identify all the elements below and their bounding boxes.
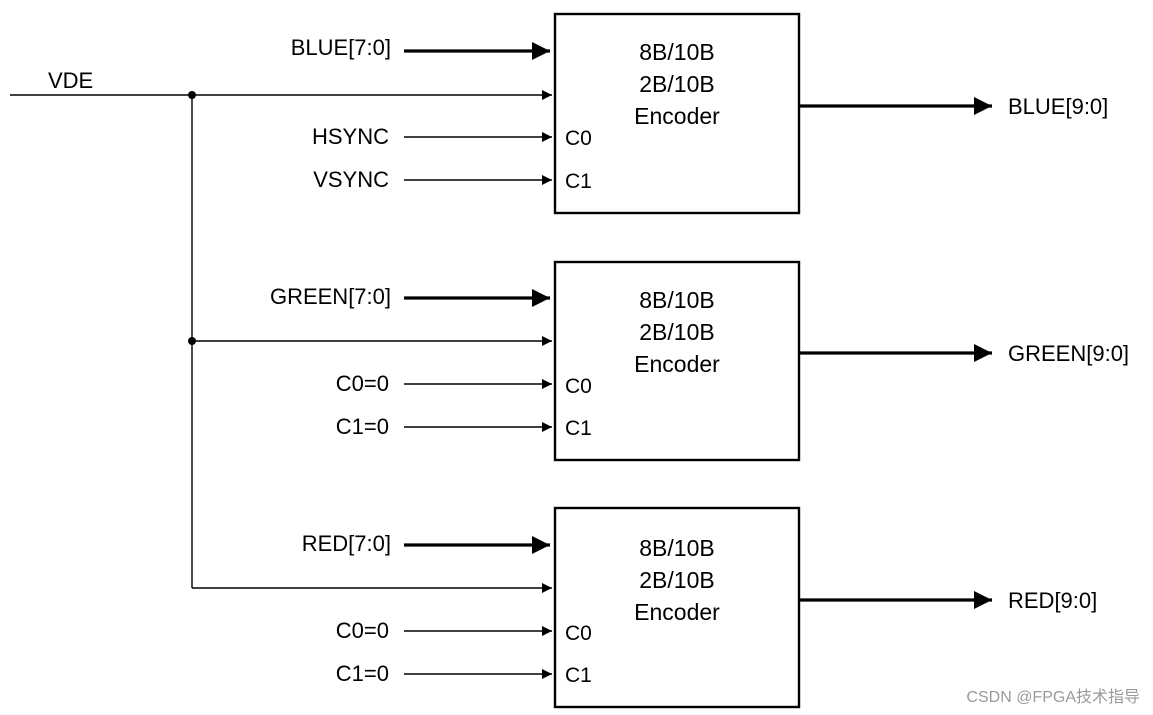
encoder-green: 8B/10B 2B/10B Encoder GREEN[7:0] C0=0 C0… <box>192 260 1129 462</box>
data-out-label: RED[9:0] <box>1008 588 1097 613</box>
encoder-line: 2B/10B <box>639 71 714 97</box>
ctrl0-label: C0=0 <box>336 618 389 643</box>
encoder-box <box>553 506 801 709</box>
port-c1: C1 <box>565 664 592 687</box>
ctrl0-label: C0=0 <box>336 371 389 396</box>
encoder-line: Encoder <box>634 103 720 129</box>
ctrl1-label: VSYNC <box>313 167 389 192</box>
port-c0: C0 <box>565 375 592 398</box>
encoder-line: 2B/10B <box>639 319 714 345</box>
watermark-text: CSDN @FPGA技术指导 <box>966 688 1140 706</box>
data-in-label: GREEN[7:0] <box>270 284 391 309</box>
ctrl0-label: HSYNC <box>312 124 389 149</box>
port-c0: C0 <box>565 622 592 645</box>
encoder-box <box>553 260 801 462</box>
data-out-label: GREEN[9:0] <box>1008 341 1129 366</box>
data-in-label: RED[7:0] <box>302 531 391 556</box>
encoder-line: Encoder <box>634 351 720 377</box>
ctrl1-label: C1=0 <box>336 414 389 439</box>
encoder-red: 8B/10B 2B/10B Encoder RED[7:0] C0=0 C0 C… <box>192 506 1097 709</box>
port-c1: C1 <box>565 417 592 440</box>
encoder-line: 8B/10B <box>639 535 714 561</box>
vde-label: VDE <box>48 68 93 93</box>
data-in-label: BLUE[7:0] <box>291 35 391 60</box>
encoder-box <box>553 12 801 215</box>
encoder-blue: 8B/10B 2B/10B Encoder BLUE[7:0] HSYNC C0… <box>192 12 1108 215</box>
data-out-label: BLUE[9:0] <box>1008 94 1108 119</box>
encoder-line: 8B/10B <box>639 287 714 313</box>
encoder-line: 2B/10B <box>639 567 714 593</box>
encoder-line: Encoder <box>634 599 720 625</box>
port-c0: C0 <box>565 127 592 150</box>
ctrl1-label: C1=0 <box>336 661 389 686</box>
port-c1: C1 <box>565 170 592 193</box>
encoder-line: 8B/10B <box>639 39 714 65</box>
